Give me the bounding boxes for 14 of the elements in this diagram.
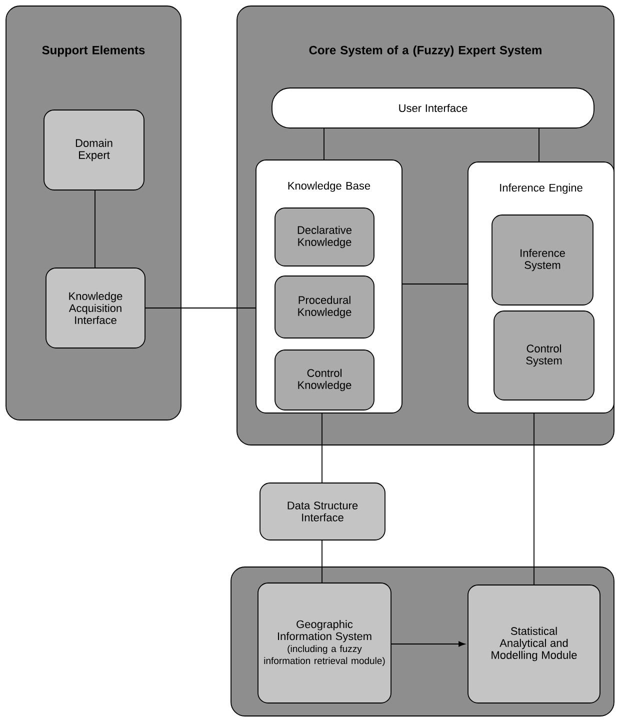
module-box: User Interface bbox=[272, 88, 594, 128]
component-box: Geographic Information System (including a fuzzy information retrieval module) bbox=[258, 582, 392, 704]
connector-line bbox=[538, 128, 540, 162]
component-box: Inference System bbox=[492, 214, 594, 306]
component-box: Statistical Analytical and Modelling Module bbox=[468, 584, 600, 704]
component-box: Control Knowledge bbox=[274, 350, 374, 410]
component-box: Data Structure Interface bbox=[260, 482, 386, 540]
connector-line bbox=[94, 190, 96, 268]
component-box: Domain Expert bbox=[44, 110, 144, 190]
component-box: Control System bbox=[494, 310, 594, 400]
component-box: Knowledge Acquisition Interface bbox=[46, 268, 146, 348]
component-box: Procedural Knowledge bbox=[274, 276, 374, 338]
component-box: Declarative Knowledge bbox=[274, 208, 374, 266]
arrow bbox=[391, 641, 466, 647]
